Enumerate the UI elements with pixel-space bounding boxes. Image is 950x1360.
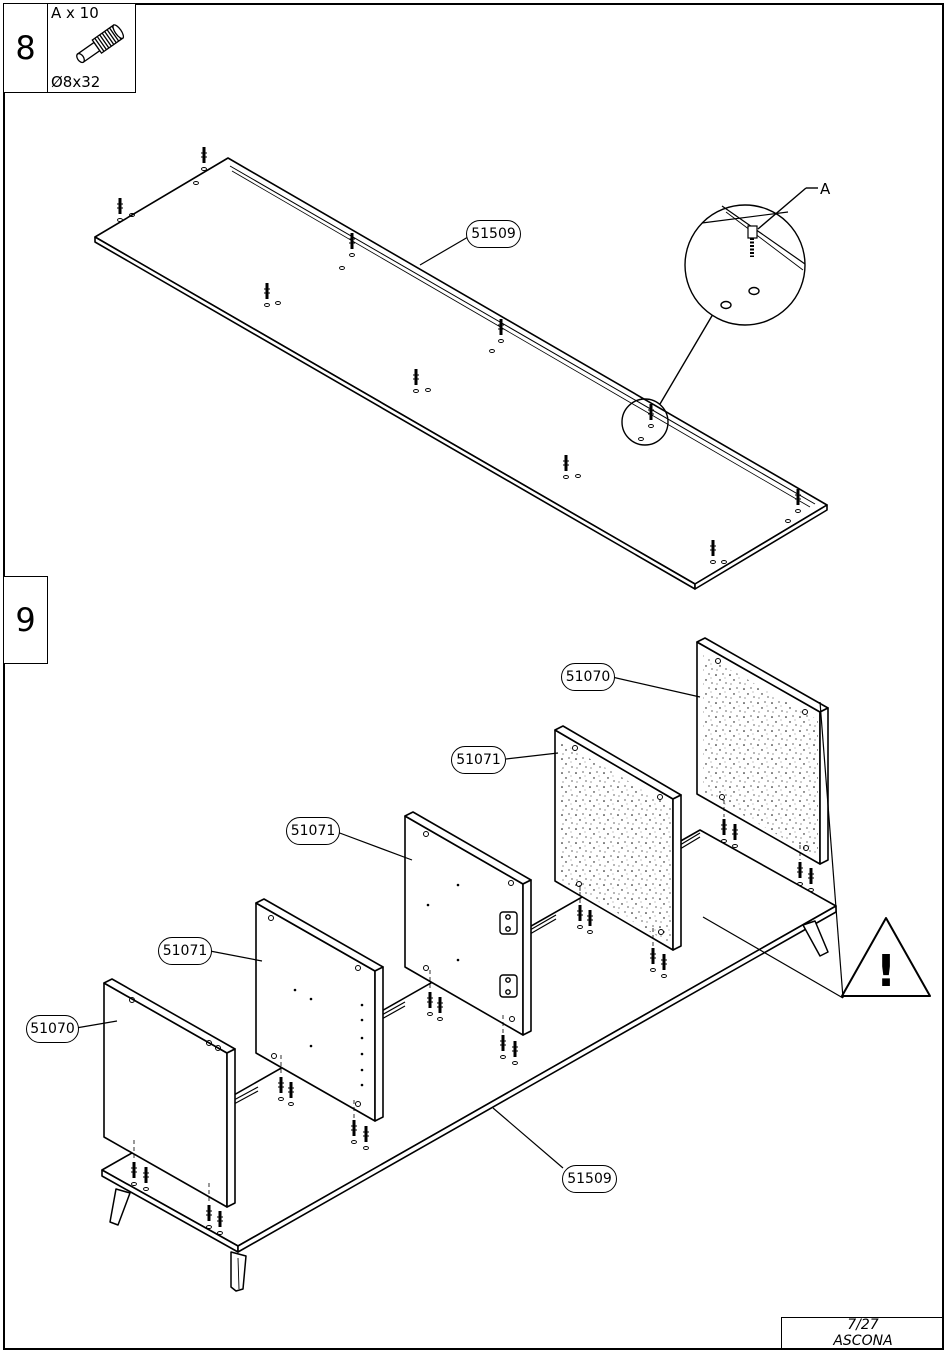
partition-rear-right [554,725,682,951]
page-frame [3,3,944,1350]
leader-51509-step8 [419,236,469,266]
page-number: 7/27 [847,1317,879,1333]
dowel-icon [76,24,125,64]
warning-triangle [841,917,931,997]
panel-pilot-dots [293,883,460,1087]
part-label-51071-front: 51071 [158,937,212,965]
part-label-51071-middle: 51071 [286,817,340,845]
legs [109,920,829,1292]
top-panel-holes [129,181,791,564]
detail-magnifier [621,187,818,446]
partition-front [255,898,384,1122]
detail-callout-letter: A [820,180,831,198]
left-side-panel [103,978,236,1208]
part-label-51071-rear: 51071 [451,746,506,774]
panel-fittings [129,658,809,1107]
part-label-51070-left: 51070 [26,1015,79,1043]
step-9-label: 9 [15,601,36,639]
hardware-quantity: A x 10 [51,4,99,22]
product-name: ASCONA [833,1333,893,1349]
warning-symbol: ! [876,946,896,997]
footer-box: 7/27 ASCONA [781,1317,944,1350]
hardware-size: Ø8x32 [51,73,101,91]
part-label-51070-right: 51070 [561,663,615,691]
leader-lines [75,676,844,1169]
hardware-box: A x 10 Ø8x32 [47,3,136,93]
top-panel-step8 [94,157,828,590]
step-8-label: 8 [15,29,36,67]
step-number-8: 8 [3,3,48,93]
right-side-panel [696,637,829,865]
part-label-51509-step9: 51509 [562,1165,617,1193]
back-rails [233,832,701,1105]
step-number-9: 9 [3,576,48,664]
partition-middle [404,811,532,1036]
part-label-51509-step8: 51509 [466,220,521,248]
hinge-plates [499,911,518,998]
dowel-guide-lines [133,800,801,1203]
